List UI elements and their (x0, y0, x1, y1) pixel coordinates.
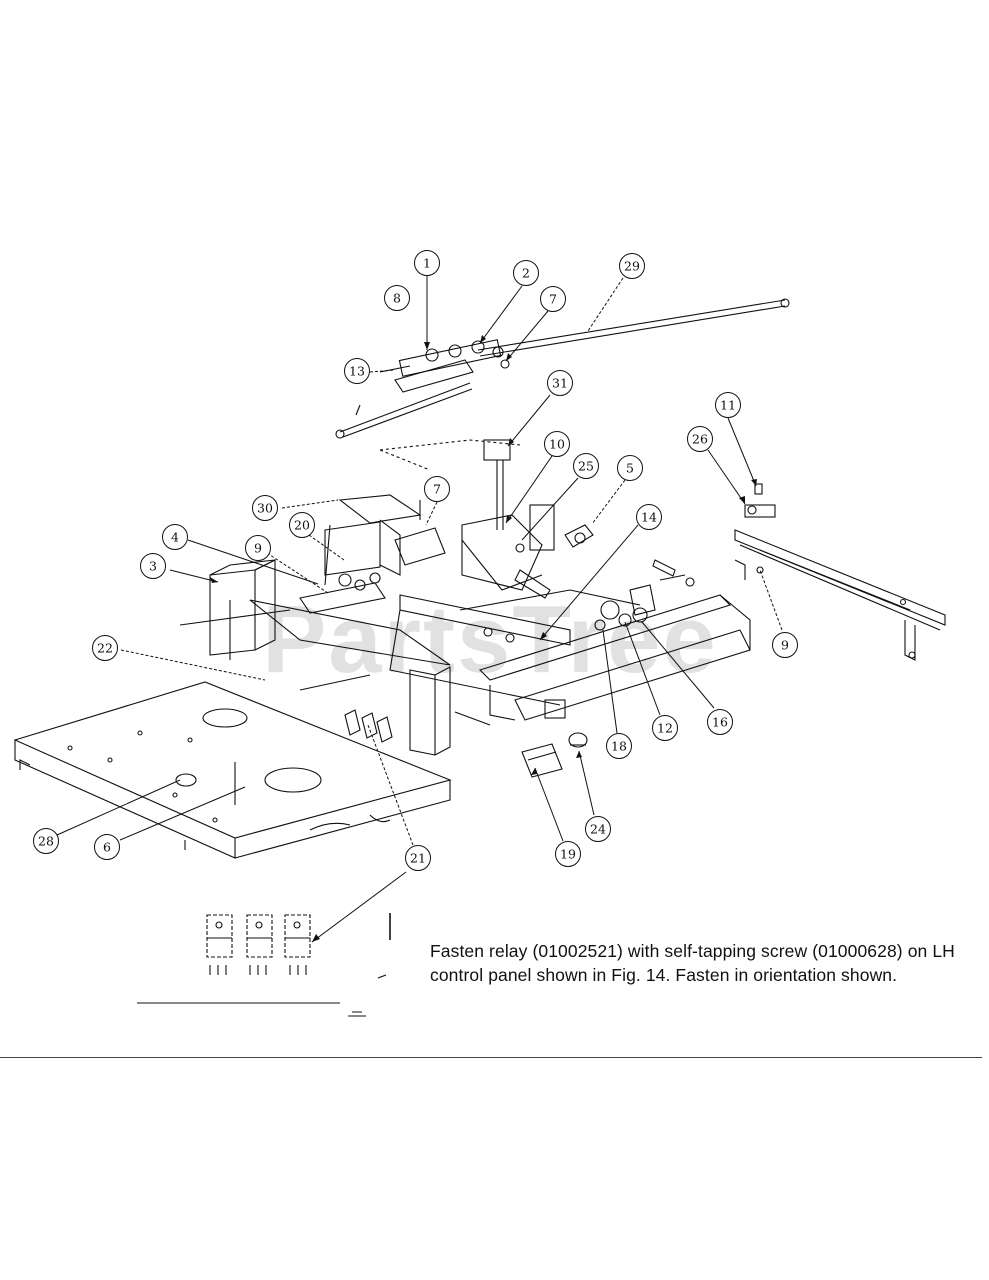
callout-12: 12 (652, 715, 678, 741)
left-upright-frame (179, 559, 451, 756)
knob (568, 732, 588, 748)
assembly-note: Fasten relay (01002521) with self-tappin… (430, 941, 955, 985)
upper-left-bracket (299, 494, 446, 614)
leader-lines (56, 276, 783, 943)
svg-text:30: 30 (257, 501, 273, 516)
callouts: 1 2 29 8 7 13 31 10 25 5 11 26 7 30 20 1… (33, 250, 798, 871)
callout-10: 10 (544, 431, 570, 457)
callout-14: 14 (636, 504, 662, 530)
pedal (521, 743, 563, 778)
svg-text:31: 31 (552, 376, 568, 391)
callout-9: 9 (772, 632, 798, 658)
svg-text:7: 7 (549, 292, 557, 307)
callout-26: 26 (687, 426, 713, 452)
callout-6: 6 (94, 834, 120, 860)
svg-text:18: 18 (611, 739, 627, 754)
relay-detail (137, 913, 391, 1017)
callout-5: 5 (617, 455, 643, 481)
callout-7: 7 (540, 286, 566, 312)
callout-9: 9 (245, 535, 271, 561)
svg-text:29: 29 (624, 259, 640, 274)
svg-text:14: 14 (641, 510, 657, 525)
callout-16: 16 (707, 709, 733, 735)
center-channel (389, 589, 641, 726)
callout-13: 13 (344, 358, 370, 384)
callout-2: 2 (513, 260, 539, 286)
svg-text:28: 28 (38, 834, 54, 849)
svg-text:25: 25 (578, 459, 594, 474)
callout-25: 25 (573, 453, 599, 479)
svg-text:24: 24 (590, 822, 606, 837)
svg-text:6: 6 (103, 840, 111, 855)
watermark: PartsTree (262, 586, 718, 693)
callout-19: 19 (555, 841, 581, 867)
svg-text:13: 13 (349, 364, 365, 379)
svg-text:8: 8 (393, 291, 401, 306)
callout-3: 3 (140, 553, 166, 579)
bottom-divider (0, 1057, 982, 1058)
callout-22: 22 (92, 635, 118, 661)
svg-text:7: 7 (433, 482, 441, 497)
leader-arrowheads (210, 335, 757, 942)
callout-24: 24 (585, 816, 611, 842)
svg-text:3: 3 (149, 559, 157, 574)
svg-text:22: 22 (97, 641, 113, 656)
svg-text:1: 1 (423, 256, 431, 271)
svg-text:9: 9 (254, 541, 262, 556)
svg-text:21: 21 (410, 851, 426, 866)
callout-21: 21 (405, 845, 431, 871)
callout-7: 7 (424, 476, 450, 502)
right-side-rail (734, 483, 946, 661)
svg-text:20: 20 (294, 518, 310, 533)
assembly-drawing (13, 298, 946, 1017)
control-rod-assembly (335, 298, 790, 439)
svg-text:16: 16 (712, 715, 728, 730)
svg-text:19: 19 (560, 847, 576, 862)
svg-text:2: 2 (522, 266, 530, 281)
callout-11: 11 (715, 392, 741, 418)
callout-29: 29 (619, 253, 645, 279)
svg-text:10: 10 (549, 437, 565, 452)
svg-text:12: 12 (657, 721, 673, 736)
callout-28: 28 (33, 828, 59, 854)
right-front-rail (478, 559, 751, 721)
svg-text:9: 9 (781, 638, 789, 653)
callout-31: 31 (547, 370, 573, 396)
callout-1: 1 (414, 250, 440, 276)
svg-text:4: 4 (171, 530, 179, 545)
svg-text:26: 26 (692, 432, 708, 447)
callout-30: 30 (252, 495, 278, 521)
callout-20: 20 (289, 512, 315, 538)
clamp-parts (344, 709, 393, 743)
svg-text:11: 11 (720, 398, 736, 413)
center-lever-assembly (461, 439, 594, 599)
base-plate (13, 681, 452, 859)
callout-4: 4 (162, 524, 188, 550)
svg-text:5: 5 (626, 461, 634, 476)
callout-8: 8 (384, 285, 410, 311)
callout-18: 18 (606, 733, 632, 759)
